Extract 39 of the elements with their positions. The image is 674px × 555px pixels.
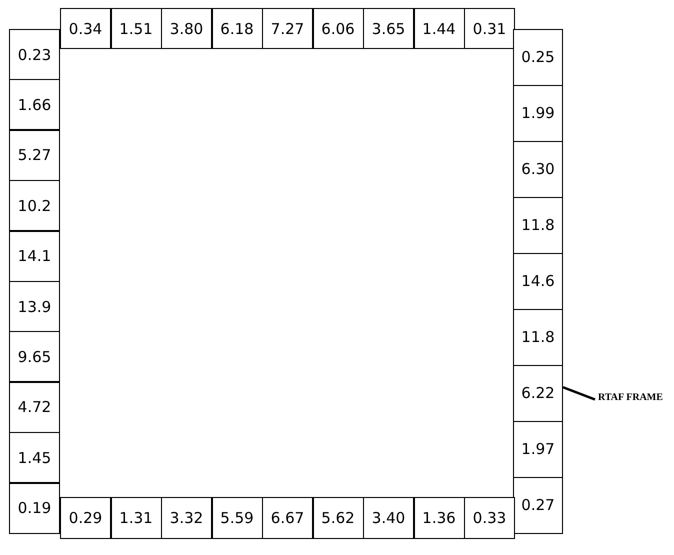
value-cell: 5.27 xyxy=(9,130,60,181)
value-cell: 14.6 xyxy=(513,253,563,310)
value-cell: 13.9 xyxy=(9,281,60,332)
value-cell: 1.66 xyxy=(9,79,60,130)
value-cell: 0.23 xyxy=(9,29,60,80)
value-cell: 6.22 xyxy=(513,365,563,422)
value-cell: 0.34 xyxy=(60,8,111,49)
value-cell: 0.19 xyxy=(9,482,60,534)
value-cell: 0.31 xyxy=(464,8,515,49)
value-cell: 11.8 xyxy=(513,309,563,366)
frame-label: RTAF FRAME xyxy=(598,392,663,403)
value-cell: 9.65 xyxy=(9,331,60,382)
value-cell: 4.72 xyxy=(9,382,60,433)
value-cell: 5.62 xyxy=(312,497,364,539)
value-cell: 3.65 xyxy=(363,8,414,49)
value-cell: 11.8 xyxy=(513,197,563,254)
value-cell: 3.40 xyxy=(363,497,414,539)
value-cell: 14.1 xyxy=(9,230,60,282)
value-cell: 6.67 xyxy=(262,497,313,539)
leader-line xyxy=(562,386,596,401)
value-cell: 1.31 xyxy=(110,497,162,539)
value-cell: 6.30 xyxy=(513,141,563,198)
value-cell: 6.06 xyxy=(312,8,364,49)
value-cell: 0.25 xyxy=(513,29,563,86)
value-cell: 10.2 xyxy=(9,180,60,232)
value-cell: 1.36 xyxy=(414,497,464,539)
value-cell: 0.27 xyxy=(513,477,563,534)
value-cell: 1.44 xyxy=(414,8,464,49)
value-cell: 3.80 xyxy=(161,8,212,49)
value-cell: 1.97 xyxy=(513,421,563,478)
value-cell: 0.33 xyxy=(464,497,515,539)
value-cell: 0.29 xyxy=(60,497,111,539)
value-cell: 7.27 xyxy=(262,8,313,49)
value-cell: 5.59 xyxy=(212,497,262,539)
value-cell: 6.18 xyxy=(212,8,262,49)
value-cell: 1.51 xyxy=(110,8,162,49)
value-cell: 1.45 xyxy=(9,432,60,484)
value-cell: 3.32 xyxy=(161,497,212,539)
value-cell: 1.99 xyxy=(513,85,563,142)
